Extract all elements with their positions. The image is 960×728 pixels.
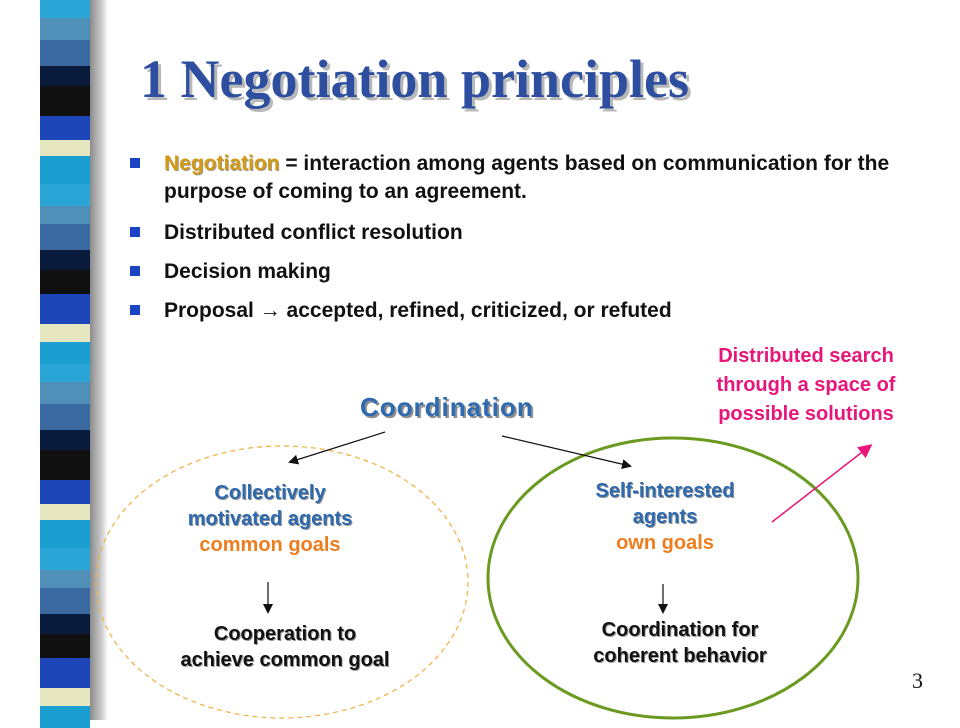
highlighted-term: Negotiation [164, 152, 280, 175]
page-number: 3 [912, 668, 923, 693]
coordination-to-left-arrow [288, 431, 386, 465]
self-interested-agents-label: Self-interested agents own goals [545, 478, 785, 556]
decorative-color-strip [40, 0, 90, 728]
strip-block [40, 430, 90, 450]
strip-block [40, 504, 90, 520]
bullet-item-decision-making: Decision making [130, 258, 930, 286]
strip-block [40, 18, 90, 40]
right-group-ellipse [486, 436, 860, 720]
annotation-pointer-arrow [771, 444, 873, 523]
annotation-line: possible solutions [718, 403, 894, 425]
goal-text: common goals [199, 534, 341, 556]
collective-agents-label: Collectively motivated agents common goa… [150, 480, 390, 558]
strip-block [40, 184, 90, 206]
strip-block [40, 570, 90, 588]
bullet-item-proposal: Proposal → accepted, refined, criticized… [130, 297, 930, 325]
square-bullet-icon [130, 305, 140, 315]
strip-shadow [90, 0, 108, 720]
strip-block [40, 294, 90, 324]
strip-block [40, 224, 90, 250]
strip-block [40, 66, 90, 86]
strip-block [40, 404, 90, 430]
right-arrow-icon: → [259, 299, 281, 322]
label-line: agents [632, 506, 698, 528]
strip-block [40, 250, 90, 270]
strip-block [40, 270, 90, 294]
label-line: Self-interested [595, 480, 735, 502]
label-line: Coordination for [601, 619, 759, 641]
strip-block [40, 520, 90, 548]
slide-title: 1 Negotiation principles [140, 49, 689, 109]
square-bullet-icon [130, 227, 140, 237]
strip-block [40, 658, 90, 688]
strip-block [40, 206, 90, 224]
strip-block [40, 0, 90, 18]
bullet-text: = interaction among agents based on comm… [164, 152, 890, 203]
annotation-line: Distributed search [718, 345, 894, 367]
strip-block [40, 634, 90, 658]
strip-block [40, 140, 90, 156]
strip-block [40, 688, 90, 706]
strip-block [40, 86, 90, 116]
cooperation-result-label: Cooperation to achieve common goal [130, 621, 440, 673]
coordination-to-right-arrow [501, 435, 632, 470]
bullet-text: Proposal [164, 299, 260, 322]
bullet-text: Decision making [164, 260, 331, 283]
strip-block [40, 40, 90, 66]
annotation-line: through a space of [716, 374, 896, 396]
strip-block [40, 156, 90, 184]
label-line: Cooperation to [213, 623, 357, 645]
square-bullet-icon [130, 158, 140, 168]
label-line: achieve common goal [180, 649, 390, 671]
strip-block [40, 450, 90, 480]
square-bullet-icon [130, 266, 140, 276]
label-line: motivated agents [187, 508, 353, 530]
left-group-ellipse [95, 445, 469, 719]
strip-block [40, 480, 90, 504]
label-line: Collectively [214, 482, 326, 504]
strip-block [40, 588, 90, 614]
coordination-result-label: Coordination for coherent behavior [540, 617, 820, 669]
bullet-list: Negotiation = interaction among agents b… [130, 150, 930, 325]
bullet-text: accepted, refined, criticized, or refute… [280, 299, 672, 322]
strip-block [40, 342, 90, 364]
bullet-text: Distributed conflict resolution [164, 221, 463, 244]
strip-block [40, 382, 90, 404]
strip-block [40, 548, 90, 570]
bullet-item-negotiation: Negotiation = interaction among agents b… [130, 150, 930, 206]
label-line: coherent behavior [593, 645, 767, 667]
coordination-heading: Coordination [360, 392, 534, 422]
bullet-item-distributed-conflict: Distributed conflict resolution [130, 219, 930, 247]
strip-block [40, 116, 90, 140]
strip-block [40, 364, 90, 382]
annotation-callout: Distributed search through a space of po… [680, 342, 932, 429]
strip-block [40, 324, 90, 342]
strip-block [40, 614, 90, 634]
goal-text: own goals [616, 532, 714, 554]
